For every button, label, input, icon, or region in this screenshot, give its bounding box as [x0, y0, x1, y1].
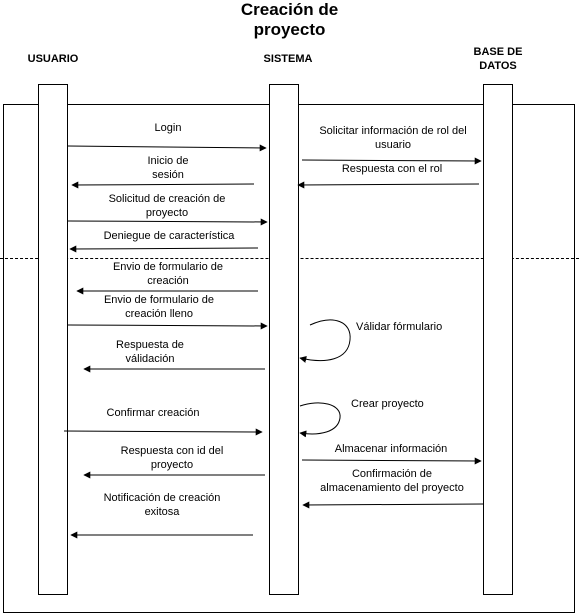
msg-envio-formulario: Envio de formulario de creación [83, 260, 253, 288]
msg-validar: Válidar fórmulario [356, 321, 443, 333]
msg-solicitar-info: Solicitar información de rol del usuario [301, 124, 485, 152]
msg-inicio-sesion: Inicio de sesión [118, 154, 218, 182]
msg-solicitud-creacion-line-1: Solicitud de creación de [108, 193, 226, 205]
actor-bd-label-line-1: BASE DE [473, 46, 523, 58]
arrow-solicitar-info [301, 157, 482, 165]
msg-respuesta-id-line-2: proyecto [150, 459, 194, 471]
arrow-confirmar [63, 428, 263, 436]
msg-envio-formulario-lleno: Envio de formulario de creación lleno [74, 293, 244, 321]
actor-bd-label-line-2: DATOS [479, 60, 517, 72]
diagram-title: Creación de proyecto [0, 0, 579, 40]
msg-almacenar: Almacenar información [334, 443, 448, 455]
msg-confirmacion-almacenamiento-line-1: Confirmación de [351, 468, 433, 480]
actor-bd-label: BASE DE DATOS [458, 45, 538, 73]
msg-confirmacion-almacenamiento-line-2: almacenamiento del proyecto [320, 482, 464, 494]
msg-respuesta-id-line-1: Respuesta con id del [120, 445, 224, 457]
msg-crear: Crear proyecto [351, 398, 424, 410]
arrow-deniegue [69, 245, 259, 253]
arrow-inicio-sesion [71, 181, 255, 189]
msg-login: Login [154, 122, 182, 134]
diagram-title-line-2: proyecto [253, 20, 326, 39]
msg-respuesta-rol: Respuesta con el rol [341, 163, 443, 175]
actor-sistema-label: SISTEMA [263, 53, 313, 65]
arrow-confirmacion-almacenamiento [302, 501, 484, 509]
arrow-validar-self [299, 319, 351, 363]
msg-respuesta-validacion-line-1: Respuesta de [116, 339, 184, 351]
arrow-crear-self [299, 402, 341, 438]
actor-usuario-label: USUARIO [27, 53, 79, 65]
msg-notificacion-line-1: Notificación de creación [103, 492, 221, 504]
msg-solicitud-creacion: Solicitud de creación de proyecto [77, 192, 257, 220]
msg-inicio-sesion-line-1: Inicio de [147, 155, 189, 167]
lifeline-usuario [38, 84, 68, 595]
msg-envio-formulario-line-1: Envio de formulario de [112, 261, 224, 273]
msg-respuesta-validacion-line-2: válidación [125, 353, 175, 365]
arrow-respuesta-rol [297, 181, 480, 189]
msg-solicitar-info-line-1: Solicitar información de rol del [319, 125, 467, 137]
lifeline-sistema [269, 84, 299, 595]
arrow-solicitud-creacion [67, 218, 268, 226]
msg-envio-formulario-lleno-line-1: Envio de formulario de [103, 294, 215, 306]
arrow-almacenar [301, 457, 482, 465]
arrow-envio-formulario-lleno [67, 322, 268, 330]
msg-notificacion-line-2: exitosa [144, 506, 180, 518]
arrow-login [67, 144, 267, 152]
msg-inicio-sesion-line-2: sesión [152, 169, 184, 181]
msg-solicitar-info-line-2: usuario [374, 139, 412, 151]
lifeline-bd [483, 84, 513, 595]
msg-envio-formulario-lleno-line-2: creación lleno [125, 308, 193, 320]
msg-solicitud-creacion-line-2: proyecto [145, 207, 189, 219]
msg-confirmar: Confirmar creación [106, 407, 200, 419]
msg-respuesta-validacion: Respuesta de válidación [100, 338, 200, 366]
msg-notificacion: Notificación de creación exitosa [82, 491, 242, 519]
msg-confirmacion-almacenamiento: Confirmación de almacenamiento del proye… [308, 467, 476, 495]
diagram-title-line-1: Creación de [240, 0, 339, 19]
msg-deniegue: Deniegue de característica [103, 230, 235, 242]
msg-respuesta-id: Respuesta con id del proyecto [97, 444, 247, 472]
msg-envio-formulario-line-2: creación [147, 275, 189, 287]
